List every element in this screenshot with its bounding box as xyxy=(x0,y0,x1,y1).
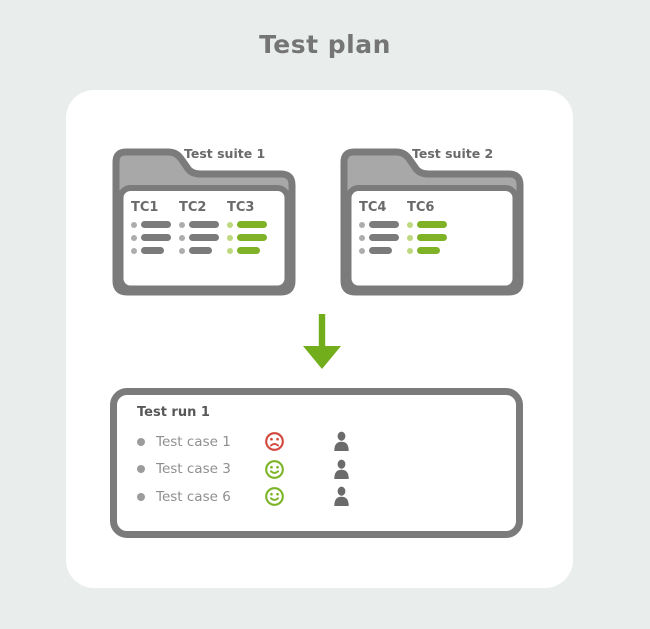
test-case-id: TC6 xyxy=(407,200,435,215)
line-bar xyxy=(141,234,171,241)
test-run-row: Test case 1 xyxy=(117,428,516,456)
test-case-id: TC4 xyxy=(359,200,387,215)
line-dot xyxy=(131,247,137,254)
line-dot xyxy=(131,221,137,228)
test-run-case-label: Test case 3 xyxy=(156,461,231,478)
test-suite-2-folder: Test suite 2 TC4 TC6 xyxy=(340,146,524,296)
test-run-box: Test run 1 Test case 1 xyxy=(110,388,523,538)
line-bar xyxy=(369,234,399,241)
line-dot xyxy=(407,234,413,241)
line-bar xyxy=(369,247,392,254)
line-bar xyxy=(369,221,399,228)
test-case-tc1: TC1 xyxy=(131,200,171,260)
text-line xyxy=(407,234,447,241)
test-run-title: Test run 1 xyxy=(137,405,210,420)
line-dot xyxy=(227,234,233,241)
line-bar xyxy=(141,221,171,228)
page-title: Test plan xyxy=(259,30,391,59)
text-line xyxy=(359,221,399,228)
happy-face-icon xyxy=(264,459,284,479)
test-case-id: TC2 xyxy=(179,200,207,215)
line-bar xyxy=(189,247,212,254)
line-bar xyxy=(417,221,447,228)
line-bar xyxy=(417,234,447,241)
test-run-rows: Test case 1 xyxy=(117,428,516,511)
line-dot xyxy=(227,247,233,254)
line-dot xyxy=(359,247,365,254)
line-dot xyxy=(179,234,185,241)
text-line xyxy=(359,234,399,241)
line-dot xyxy=(407,247,413,254)
person-icon xyxy=(333,431,349,452)
text-line xyxy=(179,221,219,228)
text-line xyxy=(407,247,447,254)
test-run-row: Test case 6 xyxy=(117,483,516,511)
suite-label: Test suite 1 xyxy=(184,146,266,161)
test-run-case-label: Test case 1 xyxy=(156,433,231,450)
line-bar xyxy=(237,221,267,228)
test-case-id: TC1 xyxy=(131,200,159,215)
text-line xyxy=(227,247,267,254)
test-case-tc4: TC4 xyxy=(359,200,399,260)
test-case-list: TC1 TC2 TC3 xyxy=(131,200,267,260)
bullet-dot xyxy=(137,492,145,501)
line-dot xyxy=(227,221,233,228)
down-arrow-icon xyxy=(303,314,341,369)
line-dot xyxy=(179,247,185,254)
text-line xyxy=(359,247,399,254)
text-line xyxy=(131,221,171,228)
test-case-tc2: TC2 xyxy=(179,200,219,260)
test-run-row: Test case 3 xyxy=(117,456,516,484)
text-line xyxy=(407,221,447,228)
happy-face-icon xyxy=(264,487,284,507)
line-dot xyxy=(179,221,185,228)
bullet-dot xyxy=(137,465,145,474)
line-dot xyxy=(359,234,365,241)
person-icon xyxy=(333,459,349,479)
line-bar xyxy=(417,247,440,254)
text-line xyxy=(131,247,171,254)
line-bar xyxy=(189,234,219,241)
diagram-card: Test suite 1 TC1 TC2 TC3 xyxy=(66,90,573,588)
text-line xyxy=(227,221,267,228)
bullet-dot xyxy=(137,437,145,446)
line-bar xyxy=(237,247,260,254)
text-line xyxy=(227,234,267,241)
text-line xyxy=(131,234,171,241)
line-dot xyxy=(359,221,365,228)
test-case-id: TC3 xyxy=(227,200,255,215)
suite-label: Test suite 2 xyxy=(412,146,494,161)
line-dot xyxy=(131,234,137,241)
line-dot xyxy=(407,221,413,228)
test-case-tc6: TC6 xyxy=(407,200,447,260)
test-suite-1-folder: Test suite 1 TC1 TC2 TC3 xyxy=(112,146,296,296)
person-icon xyxy=(333,486,349,507)
test-case-tc3: TC3 xyxy=(227,200,267,260)
text-line xyxy=(179,234,219,241)
line-bar xyxy=(141,247,164,254)
text-line xyxy=(179,247,219,254)
line-bar xyxy=(189,221,219,228)
test-run-case-label: Test case 6 xyxy=(156,488,231,505)
test-case-list: TC4 TC6 xyxy=(359,200,447,260)
sad-face-icon xyxy=(264,432,284,452)
line-bar xyxy=(237,234,267,241)
